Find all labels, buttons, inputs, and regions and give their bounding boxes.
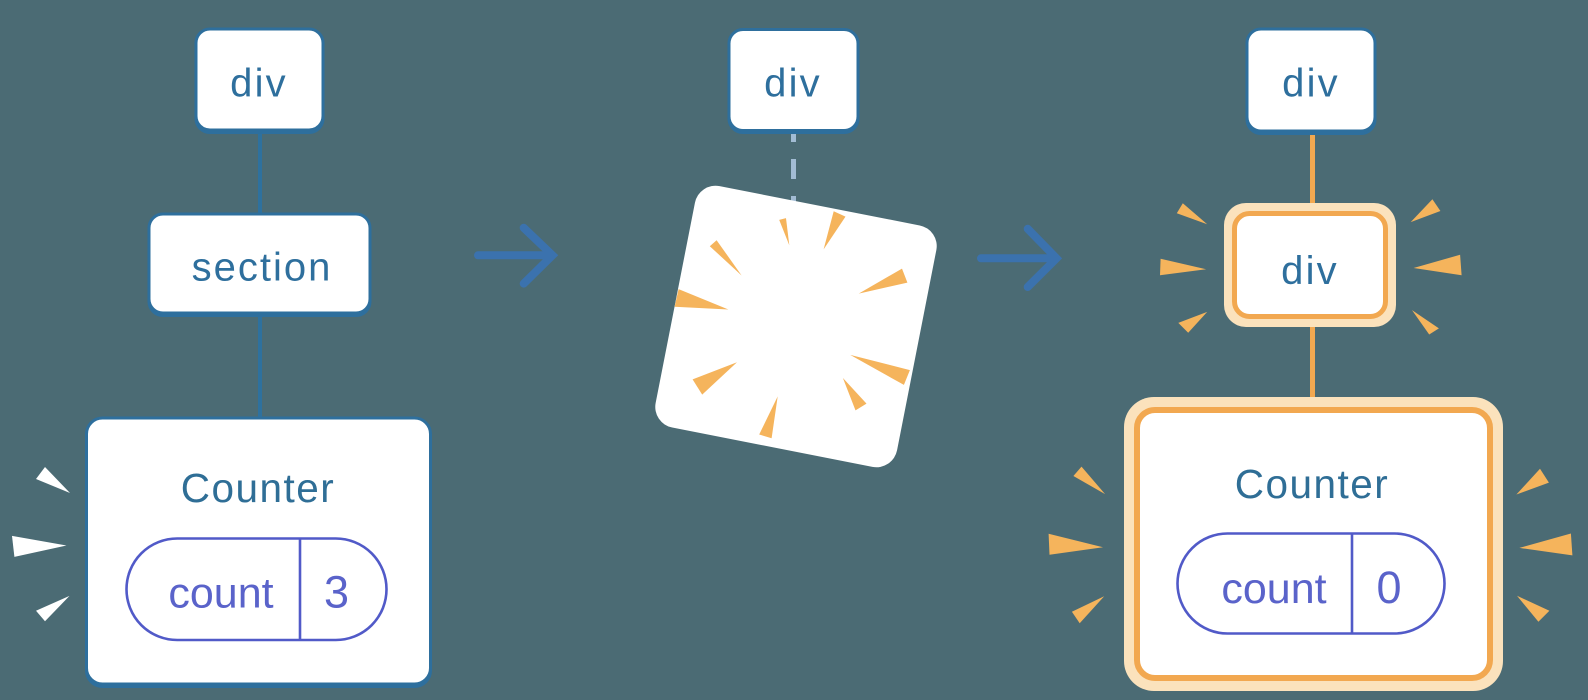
svg-text:section: section [192,246,333,290]
svg-text:count: count [1221,565,1326,613]
svg-text:3: 3 [324,567,349,618]
svg-text:count: count [168,570,273,618]
svg-text:Counter: Counter [181,465,336,511]
svg-text:0: 0 [1376,562,1401,613]
svg-text:Counter: Counter [1235,461,1390,507]
svg-text:div: div [1281,249,1339,293]
svg-text:div: div [764,62,822,106]
svg-text:div: div [1282,62,1340,106]
svg-text:div: div [230,62,288,106]
